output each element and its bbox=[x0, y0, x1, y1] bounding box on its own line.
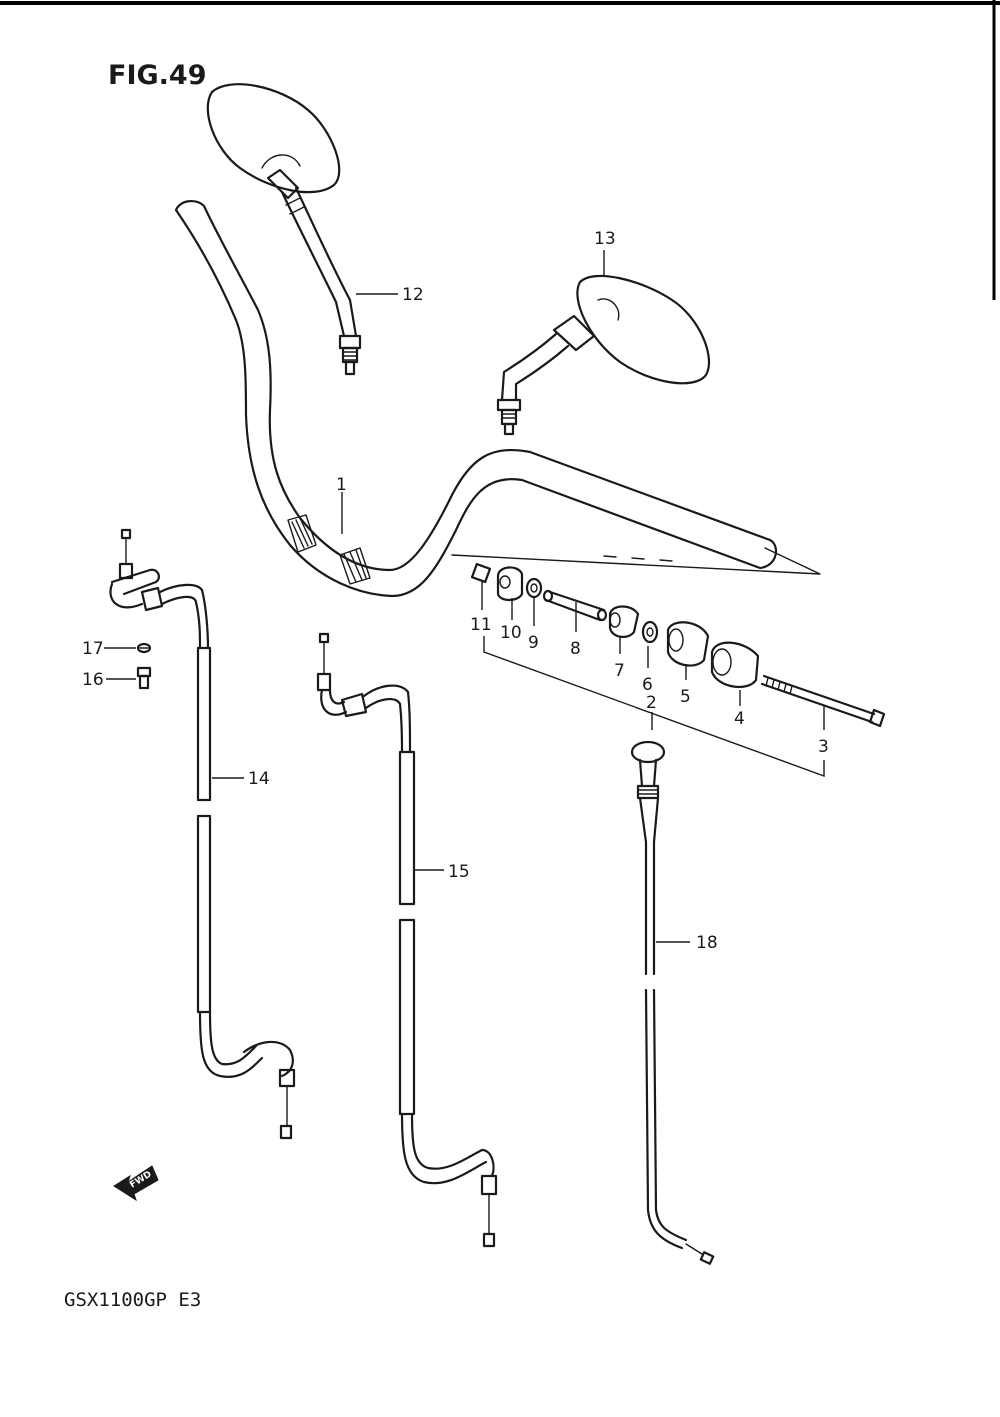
callout-10: 10 bbox=[500, 623, 522, 643]
throttle-cable-2[interactable] bbox=[316, 632, 498, 1248]
part-9[interactable] bbox=[525, 577, 543, 599]
callout-16: 16 bbox=[82, 670, 104, 690]
callout-9: 9 bbox=[528, 633, 539, 653]
choke-cable[interactable] bbox=[630, 740, 715, 1265]
callout-12: 12 bbox=[402, 285, 424, 305]
callout-18: 18 bbox=[696, 933, 718, 953]
fwd-arrow-icon: FWD bbox=[113, 1165, 159, 1202]
figure-title: FIG.49 bbox=[108, 60, 206, 91]
callout-2: 2 bbox=[646, 693, 657, 713]
throttle-cable-1[interactable] bbox=[109, 528, 296, 1140]
callout-17: 17 bbox=[82, 639, 104, 659]
page-border bbox=[0, 0, 1000, 300]
callout-6: 6 bbox=[642, 675, 653, 695]
callout-1: 1 bbox=[336, 475, 347, 495]
callouts: 1 2 3 4 5 6 7 8 9 10 11 12 13 14 15 16 1… bbox=[82, 229, 829, 953]
callout-4: 4 bbox=[734, 709, 745, 729]
part-16[interactable] bbox=[136, 666, 152, 690]
handlebar[interactable] bbox=[174, 200, 821, 598]
assembly-bracket bbox=[483, 636, 825, 778]
right-mirror[interactable] bbox=[496, 274, 711, 436]
callout-8: 8 bbox=[570, 639, 581, 659]
leader-lines bbox=[104, 250, 825, 943]
callout-15: 15 bbox=[448, 862, 470, 882]
part-17[interactable] bbox=[136, 642, 152, 654]
callout-11: 11 bbox=[470, 615, 492, 635]
callout-13: 13 bbox=[594, 229, 616, 249]
part-10[interactable] bbox=[496, 566, 524, 602]
left-mirror[interactable] bbox=[206, 83, 362, 376]
part-3[interactable] bbox=[760, 674, 876, 724]
model-code: GSX1100GP E3 bbox=[64, 1289, 201, 1311]
part-5[interactable] bbox=[666, 621, 710, 667]
bar-end-assembly[interactable] bbox=[470, 562, 886, 728]
callout-3: 3 bbox=[818, 737, 829, 757]
part-11[interactable] bbox=[470, 562, 492, 584]
part-8[interactable] bbox=[544, 590, 606, 622]
callout-7: 7 bbox=[614, 661, 625, 681]
part-4[interactable] bbox=[710, 641, 760, 689]
callout-5: 5 bbox=[680, 687, 691, 707]
part-6[interactable] bbox=[641, 620, 659, 644]
part-7[interactable] bbox=[608, 605, 640, 638]
callout-14: 14 bbox=[248, 769, 270, 789]
